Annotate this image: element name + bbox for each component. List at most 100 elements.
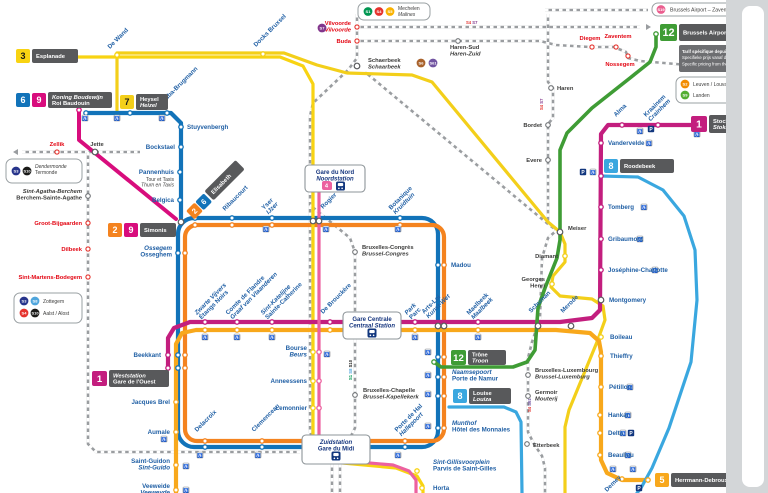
svg-text:♿: ♿ — [627, 384, 633, 391]
svg-text:P: P — [637, 486, 641, 492]
line-12-badge: 12 — [451, 350, 466, 365]
line-12-badge: 12 — [660, 24, 677, 41]
station-dot — [192, 222, 198, 228]
svg-text:♿: ♿ — [425, 349, 431, 356]
svg-text:S6: S6 — [419, 61, 425, 66]
station-dot — [645, 477, 651, 483]
wheelchair-icon: ♿ — [645, 139, 653, 147]
station-parc — [412, 319, 418, 333]
station-horta — [419, 485, 425, 491]
station-dot — [173, 429, 179, 435]
wheelchair-icon: ♿ — [636, 235, 644, 243]
station-dot — [598, 353, 604, 359]
line-2-badge: 2 — [186, 203, 203, 219]
wheelchair-icon: ♿ — [636, 127, 644, 135]
station-dot — [534, 322, 542, 330]
station-dot — [440, 322, 448, 330]
svg-text:♿: ♿ — [202, 334, 208, 341]
svg-text:12: 12 — [662, 27, 674, 39]
station-bruxelles-luxembourg — [525, 372, 531, 378]
station-label-zellik: Zellik — [50, 142, 66, 148]
rail-jonction-east-hatch — [309, 203, 357, 441]
station-dot — [85, 193, 91, 199]
station-dot — [175, 352, 181, 358]
station-dot — [54, 149, 60, 155]
station-dot — [435, 393, 441, 399]
station-dot — [127, 110, 133, 116]
terminus-label: Simonis — [144, 228, 167, 234]
wheelchair-icon: ♿ — [322, 225, 330, 233]
train-icon — [367, 328, 377, 338]
station-dot — [441, 354, 447, 360]
station-label-madou: Madou — [451, 262, 471, 269]
station-label-montgomery: Montgomery — [609, 297, 647, 304]
station-diegem — [589, 44, 595, 50]
station-dot — [562, 253, 568, 259]
s-line-badge-S61: S61 — [428, 58, 438, 68]
wheelchair-icon: ♿ — [624, 451, 632, 459]
station-dot — [229, 222, 235, 228]
station-dot — [352, 249, 358, 255]
station-dot — [309, 217, 317, 225]
station-dot — [475, 319, 481, 325]
station-dot — [354, 24, 360, 30]
svg-text:♿: ♿ — [625, 452, 631, 459]
station-dot — [353, 62, 361, 70]
wheelchair-icon: ♿ — [411, 333, 419, 341]
station-dot — [352, 392, 358, 398]
station-label-thieffry: Thieffry — [610, 353, 633, 360]
station-dot — [441, 374, 447, 380]
wheelchair-icon: ♿ — [474, 333, 482, 341]
terminus-box: Roodebeek — [620, 159, 674, 173]
station-brussels-airport — [653, 31, 659, 37]
svg-text:♿: ♿ — [263, 226, 269, 233]
rail-line-tag: S4 S7 — [539, 98, 544, 110]
station-vilvoorde — [354, 24, 360, 30]
svg-text:S7: S7 — [320, 26, 326, 31]
station-dot — [475, 327, 481, 333]
station-label-delta: Delta — [608, 430, 624, 437]
station-dot — [91, 148, 99, 156]
line-3-badge: 3 — [16, 49, 30, 63]
station-dot — [173, 462, 179, 468]
train-icon — [336, 181, 345, 191]
station-label-jacques-brel: Jacques Brel — [131, 399, 170, 406]
station-jette — [91, 148, 99, 156]
line-8-badge: 8 — [604, 159, 618, 173]
station-label-groot-bijgaarden: Groot-Bijgaarden — [34, 221, 82, 227]
scrollbar[interactable] — [742, 6, 764, 487]
wheelchair-icon: ♿ — [609, 465, 617, 473]
svg-text:♿: ♿ — [637, 236, 643, 243]
line-metro-12 — [432, 32, 658, 369]
station-dot — [524, 441, 530, 447]
station-dot — [598, 140, 604, 146]
station-louise — [435, 393, 447, 399]
svg-text:♿: ♿ — [641, 204, 647, 211]
svg-text:P: P — [581, 170, 585, 176]
svg-text:S2: S2 — [683, 82, 689, 87]
station-georges-henri — [549, 281, 555, 287]
svg-text:P: P — [629, 431, 633, 437]
station-dot — [259, 444, 265, 450]
station-dot — [598, 384, 604, 390]
station-docks-bruxsel — [260, 51, 266, 57]
station-dot — [435, 354, 441, 360]
svg-text:P: P — [649, 127, 653, 133]
station-dot — [525, 372, 531, 378]
svg-text:♿: ♿ — [114, 115, 120, 122]
